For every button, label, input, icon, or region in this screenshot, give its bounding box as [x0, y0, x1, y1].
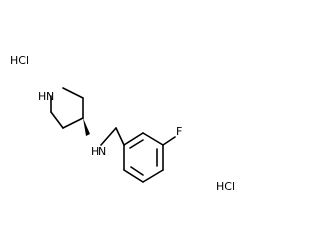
- bond-c5-n1: [62, 87, 84, 99]
- aryl-double-bond-c: [130, 166, 144, 176]
- aryl-bond-2: [142, 132, 164, 146]
- aryl-bond-5: [123, 169, 144, 183]
- aryl-bond-1: [123, 132, 144, 146]
- stereo-wedge-bond: [83, 118, 90, 136]
- bond-c2-c3: [50, 111, 64, 129]
- fluorine-label: F: [176, 125, 182, 138]
- chemical-structure: H N H N F HCl HCl: [10, 54, 235, 193]
- ring-nitrogen-label: H: [38, 90, 46, 103]
- bond-aryl-f: [162, 136, 176, 146]
- hydrochloride-bottom: HCl: [216, 180, 235, 193]
- bond-n-ch2: [100, 127, 117, 146]
- aryl-double-bond-a: [129, 139, 144, 149]
- bond-c3-c4: [62, 117, 84, 129]
- fluorophenyl-ring: [123, 132, 164, 183]
- hydrochloride-top: HCl: [10, 54, 29, 67]
- ring-nitrogen-label: N: [46, 90, 54, 103]
- aryl-bond-4: [142, 169, 164, 183]
- benzylamine-linker: [100, 127, 125, 146]
- amine-nitrogen-label: N: [98, 145, 106, 158]
- bond-ch2-aryl: [115, 127, 125, 146]
- amine-hydrogen-label: H: [91, 145, 99, 158]
- piperidine-ring: [50, 87, 84, 129]
